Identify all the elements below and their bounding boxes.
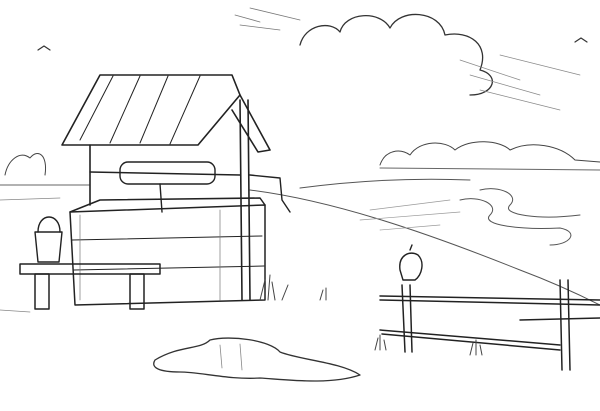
jug-on-post xyxy=(399,244,423,281)
bench xyxy=(19,263,161,310)
bucket xyxy=(34,216,63,263)
fence xyxy=(379,279,600,371)
well-windlass xyxy=(89,161,291,213)
grass-tufts xyxy=(0,197,483,356)
clouds xyxy=(234,7,581,111)
distant-trees xyxy=(0,141,600,186)
fields-and-stream xyxy=(249,178,600,306)
birds xyxy=(37,37,588,51)
puddle xyxy=(153,337,361,382)
